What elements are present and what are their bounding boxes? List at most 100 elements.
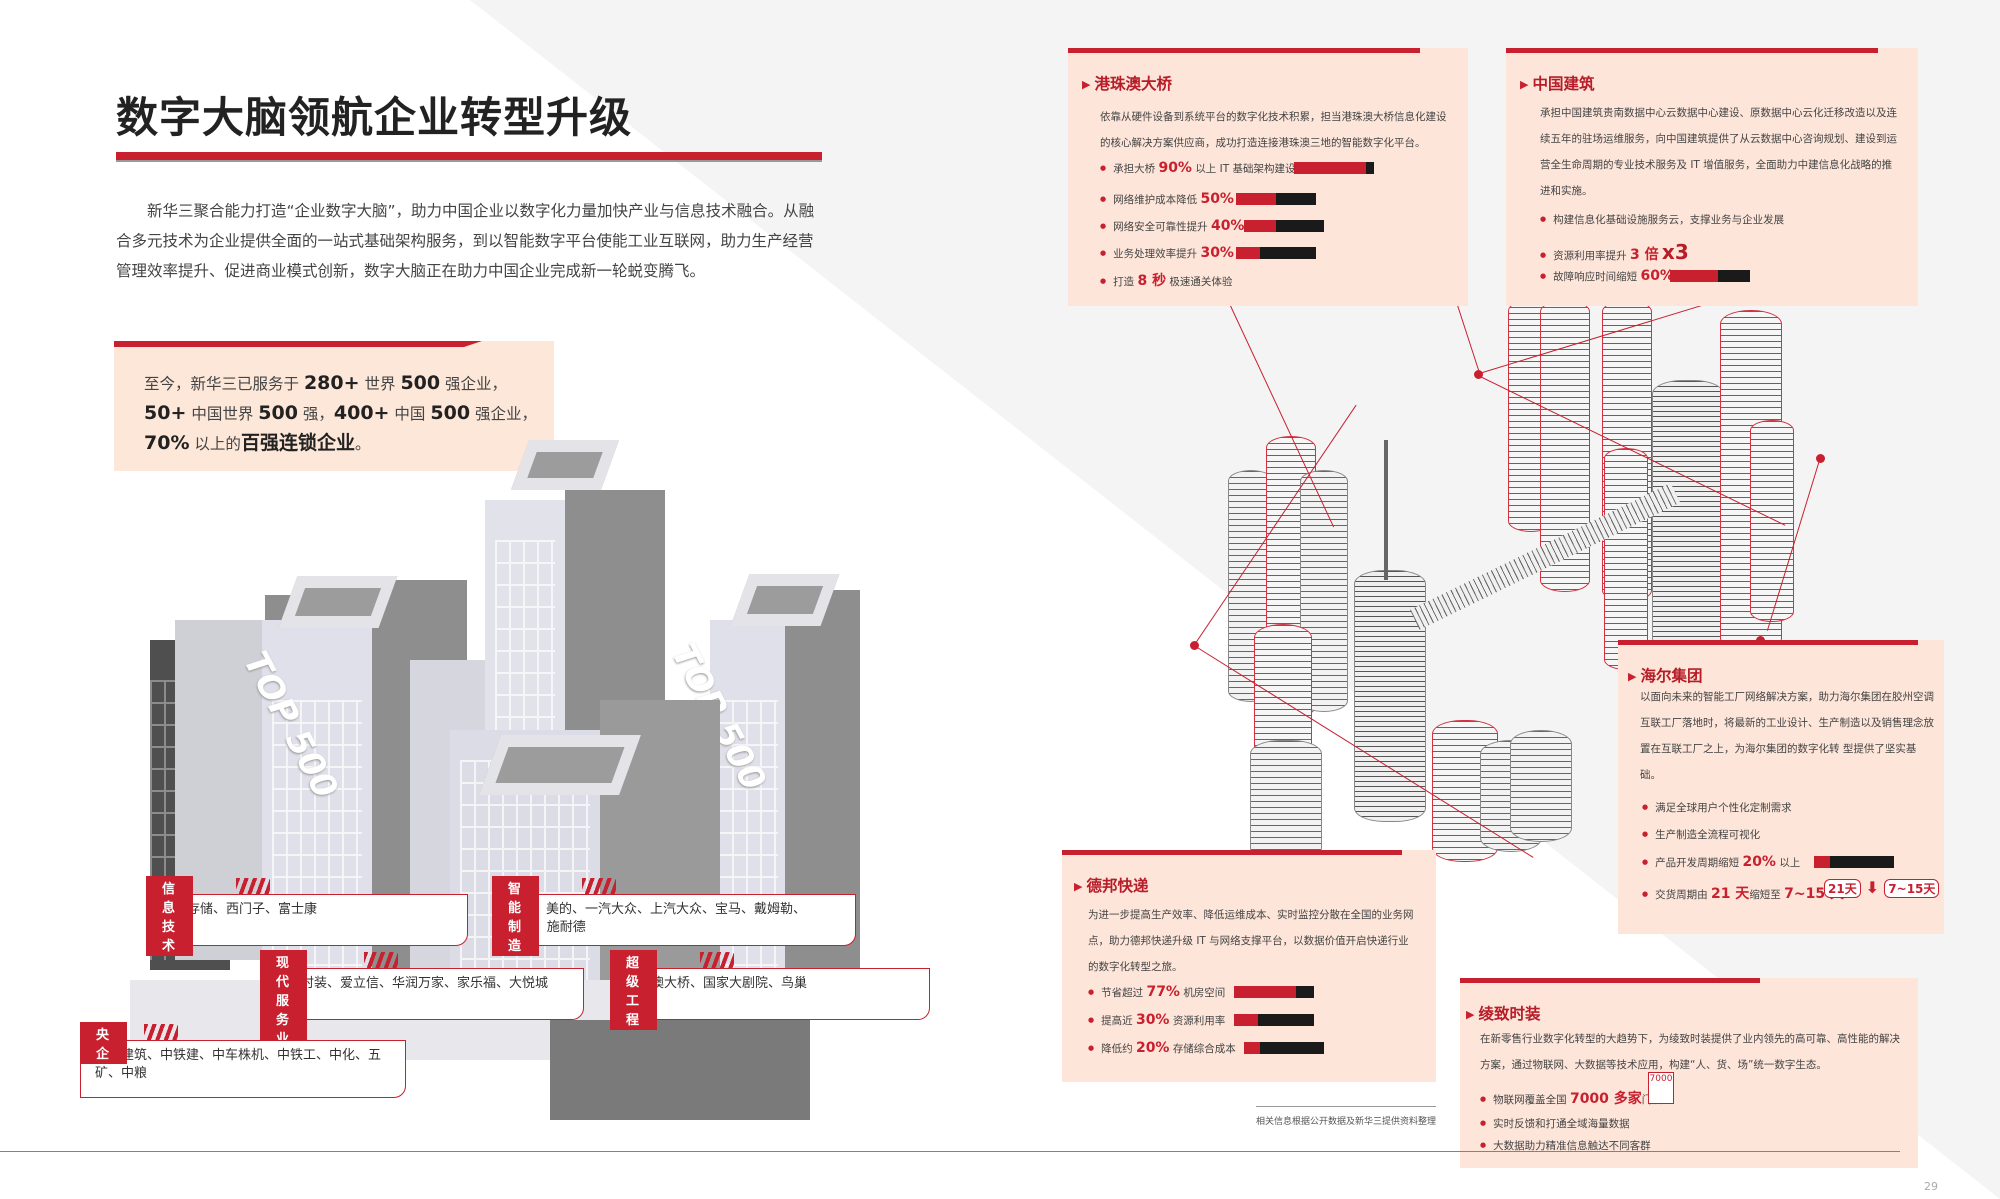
progress-bar xyxy=(1236,247,1316,259)
bullet: 大数据助力精准信息触达不同客群 xyxy=(1480,1138,1651,1153)
tag-body: 港珠澳大桥、国家大剧院、鸟巢 xyxy=(610,968,930,1020)
bullet: 构建信息化基础设施服务云，支撑业务与企业发展 xyxy=(1540,212,1784,227)
bullet: 业务处理效率提升 30% xyxy=(1100,245,1234,261)
panel-hzmb: 港珠澳大桥 依靠从硬件设备到系统平台的数字化技术积累，担当港珠澳大桥信息化建设的… xyxy=(1068,48,1468,306)
network-node xyxy=(1816,454,1825,463)
bullet: 打造 8 秒 极速通关体验 xyxy=(1100,270,1232,290)
bullet: 资源利用率提升 3 倍 x3 xyxy=(1540,240,1689,264)
bullet: 生产制造全流程可视化 xyxy=(1642,827,1760,842)
progress-fill xyxy=(1670,270,1718,282)
tag-body: 长江存储、西门子、富士康 xyxy=(146,894,468,946)
panel-desc: 为进一步提高生产效率、降低运维成本、实时监控分散在全国的业务网点，助力德邦快递升… xyxy=(1088,909,1414,973)
bullet: 交货周期由 21 天缩短至 7~15 天 xyxy=(1642,883,1844,903)
tag-stripes xyxy=(144,1024,178,1040)
progress-fill xyxy=(1244,220,1276,232)
bullet: 降低约 20% 存储综合成本 xyxy=(1088,1040,1236,1056)
tag-body: 海尔、美的、一汽大众、上汽大众、宝马、戴姆勒、ABB、施耐德 xyxy=(492,894,856,946)
panel-topbar xyxy=(1068,48,1420,53)
delivery-icon: 21天 ⬇ 7~15天 xyxy=(1824,878,1940,898)
tower xyxy=(1510,730,1572,842)
progress-bar xyxy=(1670,270,1750,282)
progress-bar xyxy=(1236,193,1316,205)
callout-topbar xyxy=(114,341,554,347)
panel-jl: 绫致时装 在新零售行业数字化转型的大趋势下，为绫致时装提供了业内领先的高可靠、高… xyxy=(1460,978,1918,1168)
bullet: 节省超过 77% 机房空间 xyxy=(1088,984,1225,1000)
panel-title: 中国建筑 xyxy=(1520,72,1594,94)
page-title: 数字大脑领航企业转型升级 xyxy=(116,93,633,142)
bullet: 产品开发周期缩短 20% 以上 xyxy=(1642,854,1800,870)
served-text: 至今，新华三已服务于 280+ 世界 500 强企业，50+ 中国世界 500 … xyxy=(144,372,537,454)
network-node xyxy=(1474,370,1483,379)
progress-fill xyxy=(1236,193,1276,205)
title-underline xyxy=(116,152,822,162)
panel-title: 海尔集团 xyxy=(1628,664,1702,686)
progress-fill xyxy=(1814,856,1830,868)
panel-title: 绫致时装 xyxy=(1466,1002,1540,1024)
progress-bar xyxy=(1294,162,1374,174)
bullet: 实时反馈和打通全域海量数据 xyxy=(1480,1116,1630,1131)
intro-paragraph: 新华三聚合能力打造“企业数字大脑”，助力中国企业以数字化力量加快产业与信息技术融… xyxy=(116,202,815,280)
tower xyxy=(1750,420,1794,622)
progress-fill xyxy=(1294,162,1366,174)
store-count: 7000 xyxy=(1649,1074,1673,1084)
tag-stripes xyxy=(236,878,270,894)
days-to-icon: 7~15天 xyxy=(1884,879,1940,898)
panel-topbar xyxy=(1460,978,1760,983)
tag-stripes xyxy=(364,952,398,968)
panel-deppon: 德邦快递 为进一步提高生产效率、降低运维成本、实时监控分散在全国的业务网点，助力… xyxy=(1062,850,1436,1082)
tag-stripes xyxy=(582,878,616,894)
panel-desc: 以面向未来的智能工厂网络解决方案，助力海尔集团在胶州空调互联工厂落地时，将最新的… xyxy=(1640,691,1934,781)
bullet: 满足全球用户个性化定制需求 xyxy=(1642,800,1792,815)
progress-fill xyxy=(1236,247,1260,259)
tag-stripes xyxy=(700,952,734,968)
building-roof xyxy=(510,440,620,490)
progress-bar xyxy=(1244,1042,1324,1054)
building-roof xyxy=(278,576,398,628)
note-rule xyxy=(1256,1106,1436,1107)
panel-topbar xyxy=(1506,48,1878,53)
bullet: 承担大桥 90% 以上 IT 基础架构建设 xyxy=(1100,160,1295,176)
progress-fill xyxy=(1234,986,1296,998)
progress-bar xyxy=(1244,220,1324,232)
bullet: 网络安全可靠性提升 40% xyxy=(1100,218,1244,234)
tower xyxy=(1604,448,1648,670)
progress-bar xyxy=(1234,1014,1314,1026)
building-roof xyxy=(730,574,840,626)
progress-fill xyxy=(1234,1014,1258,1026)
bullet: 故障响应时间缩短 60% xyxy=(1540,268,1674,284)
tag-label: 信息技术 xyxy=(146,876,194,956)
panel-desc: 依靠从硬件设备到系统平台的数字化技术积累，担当港珠澳大桥信息化建设的核心解决方案… xyxy=(1100,111,1447,149)
panel-title: 港珠澳大桥 xyxy=(1082,72,1172,94)
progress-bar xyxy=(1814,856,1894,868)
panel-haier: 海尔集团 以面向未来的智能工厂网络解决方案，助力海尔集团在胶州空调互联工厂落地时… xyxy=(1618,640,1944,934)
tag-body: 中国建筑、中铁建、中车株机、中铁工、中化、五矿、中粮 xyxy=(80,1040,406,1098)
bullet: 物联网覆盖全国 7000 多家门店 xyxy=(1480,1088,1663,1108)
tower xyxy=(1250,740,1322,862)
tag-label: 央企 xyxy=(80,1022,128,1064)
panel-cscec: 中国建筑 承担中国建筑贵南数据中心云数据中心建设、原数据中心云化迁移改造以及连续… xyxy=(1506,48,1918,306)
tag-label: 现代服务业 xyxy=(260,950,308,1049)
panel-desc: 承担中国建筑贵南数据中心云数据中心建设、原数据中心云化迁移改造以及连续五年的驻场… xyxy=(1540,107,1897,197)
network-node xyxy=(1190,641,1199,650)
progress-bar xyxy=(1234,986,1314,998)
tag-label: 超级工程 xyxy=(610,950,658,1030)
page-number: 29 xyxy=(1924,1180,1938,1193)
source-note: 相关信息根据公开数据及新华三提供资料整理 xyxy=(1256,1117,1437,1127)
bullet: 网络维护成本降低 50% xyxy=(1100,191,1234,207)
tower xyxy=(1652,380,1724,652)
panel-topbar xyxy=(1062,850,1402,855)
spire xyxy=(1384,440,1388,580)
footer-line xyxy=(0,1151,1900,1152)
days-from-icon: 21天 xyxy=(1824,879,1861,898)
panel-topbar xyxy=(1618,640,1918,645)
arrow-down-icon: ⬇ xyxy=(1865,878,1880,897)
tag-body: 绫致时装、爱立信、华润万家、家乐福、大悦城 xyxy=(260,968,584,1020)
store-icon: 7000 xyxy=(1648,1072,1674,1104)
bullet: 提高近 30% 资源利用率 xyxy=(1088,1012,1225,1028)
tag-label: 智能制造 xyxy=(492,876,540,956)
panel-desc: 在新零售行业数字化转型的大趋势下，为绫致时装提供了业内领先的高可靠、高性能的解决… xyxy=(1480,1033,1900,1071)
progress-fill xyxy=(1244,1042,1260,1054)
served-callout: 至今，新华三已服务于 280+ 世界 500 强企业，50+ 中国世界 500 … xyxy=(114,341,554,471)
building-roof xyxy=(479,735,641,795)
panel-title: 德邦快递 xyxy=(1074,874,1148,896)
